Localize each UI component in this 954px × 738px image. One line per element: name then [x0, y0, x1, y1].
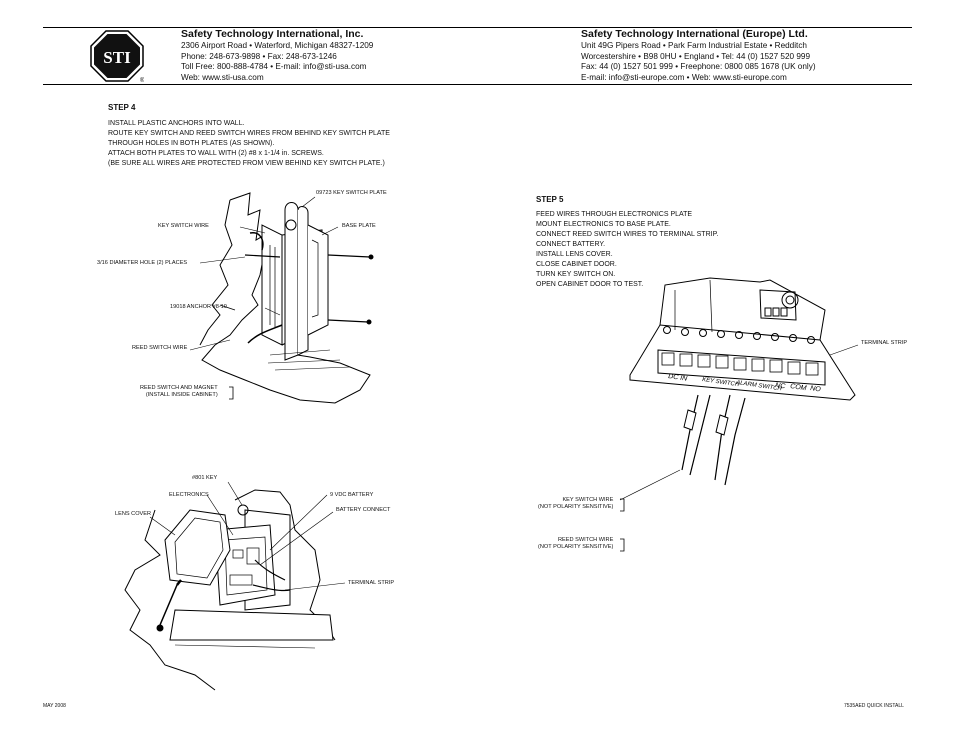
footer-doc-id: 7535AED QUICK INSTALL — [844, 703, 904, 709]
company-us-tollfree: Toll Free: 800-888-4784 • E-mail: info@s… — [181, 62, 367, 71]
step5-line: INSTALL LENS COVER. — [536, 251, 613, 258]
bracket-reed-magnet — [229, 386, 234, 400]
label-reed-switch-wire-line1: REED SWITCH WIRE — [558, 537, 614, 543]
terminal-screws — [663, 326, 815, 344]
company-us-name: Safety Technology International, Inc. — [181, 28, 364, 40]
step4-line: INSTALL PLASTIC ANCHORS INTO WALL. — [108, 120, 245, 127]
company-us: Safety Technology International, Inc. 23… — [181, 28, 373, 83]
footer-date: MAY 2008 — [43, 703, 66, 709]
step4-line: ATTACH BOTH PLATES TO WALL WITH (2) #8 x… — [108, 150, 324, 157]
company-us-web: Web: www.sti-usa.com — [181, 72, 264, 82]
label-anchor: 19018 ANCHOR #8-10 — [170, 304, 227, 310]
step5-line: OPEN CABINET DOOR TO TEST. — [536, 281, 644, 288]
label-reed-magnet-line2: (INSTALL INSIDE CABINET) — [145, 392, 218, 398]
company-eu-tel: Worcestershire • B98 0HU • England • Tel… — [581, 51, 811, 61]
terminal-label-no: NO — [810, 385, 822, 393]
bracket-key-switch-wire — [620, 498, 625, 512]
label-reed-switch-wire-step5: REED SWITCH WIRE (NOT POLARITY SENSITIVE… — [538, 537, 613, 551]
step4-title: STEP 4 — [108, 103, 136, 112]
assembly-illustration — [124, 481, 346, 691]
label-base-plate: BASE PLATE — [342, 223, 376, 229]
step4-illustration — [189, 192, 374, 404]
logo-mark: ® — [140, 77, 144, 82]
step4-instructions: INSTALL PLASTIC ANCHORS INTO WALL. ROUTE… — [108, 119, 390, 169]
step5-line: CONNECT BATTERY. — [536, 241, 606, 248]
label-step5-terminal-strip: TERMINAL STRIP — [861, 340, 908, 346]
label-key-switch-wire-line2: (NOT POLARITY SENSITIVE) — [538, 504, 614, 510]
terminal-label-nc: NC — [775, 382, 787, 390]
company-us-phone: Phone: 248-673-9898 • Fax: 248-673-1246 — [181, 51, 337, 61]
label-reed-magnet-line1: REED SWITCH AND MAGNET — [140, 385, 218, 391]
step5-instructions: FEED WIRES THROUGH ELECTRONICS PLATE MOU… — [536, 210, 718, 290]
step5-line: CONNECT REED SWITCH WIRES TO TERMINAL ST… — [536, 231, 719, 238]
logo-text: STI — [103, 48, 131, 67]
step5-illustration: DC IN KEY SWITCH ALARM SWITCH NC COM NO — [619, 277, 859, 501]
company-eu: Safety Technology International (Europe)… — [581, 28, 816, 83]
label-key-switch-plate: 09723 KEY SWITCH PLATE — [316, 190, 387, 196]
company-eu-web: E-mail: info@sti-europe.com • Web: www.s… — [581, 72, 787, 82]
company-eu-address: Unit 49G Pipers Road • Park Farm Industr… — [581, 41, 807, 50]
label-diameter-hole: 3/16 DIAMETER HOLE (2) PLACES — [97, 260, 188, 266]
label-key-switch-wire-line1: KEY SWITCH WIRE — [562, 497, 614, 503]
step4-line: (BE SURE ALL WIRES ARE PROTECTED FROM VI… — [108, 160, 385, 167]
label-reed-switch-magnet: REED SWITCH AND MAGNET (INSTALL INSIDE C… — [140, 385, 218, 399]
company-us-address: 2306 Airport Road • Waterford, Michigan … — [181, 41, 374, 50]
label-lens-cover: LENS COVER — [115, 511, 152, 517]
bracket-reed-switch-wire — [620, 538, 625, 552]
label-reed-switch-wire: REED SWITCH WIRE — [132, 345, 188, 351]
label-9vdc-battery: 9 VDC BATTERY — [330, 492, 374, 498]
step5-line: TURN KEY SWITCH ON. — [536, 271, 616, 278]
step4-line: THROUGH HOLES IN BOTH PLATES (AS SHOWN). — [108, 140, 275, 147]
header: STI ® Safety Technology International, I… — [43, 27, 912, 85]
company-eu-name: Safety Technology International (Europe)… — [581, 28, 808, 40]
label-801-key: #801 KEY — [192, 475, 218, 481]
step5-title: STEP 5 — [536, 195, 564, 204]
sti-logo: STI ® — [90, 30, 144, 82]
label-key-switch-wire-step5: KEY SWITCH WIRE (NOT POLARITY SENSITIVE) — [538, 497, 613, 511]
terminal-label-com: COM — [790, 383, 807, 392]
label-assembly-terminal-strip: TERMINAL STRIP — [348, 580, 395, 586]
terminal-label-key-switch: KEY SWITCH — [702, 377, 740, 388]
label-battery-connect: BATTERY CONNECT — [336, 507, 391, 513]
step5-line: FEED WIRES THROUGH ELECTRONICS PLATE — [536, 211, 693, 218]
label-key-switch-wire: KEY SWITCH WIRE — [158, 223, 209, 229]
label-electronics: ELECTRONICS — [169, 492, 209, 498]
terminal-label-dc-in: DC IN — [668, 373, 689, 383]
step4-line: ROUTE KEY SWITCH AND REED SWITCH WIRES F… — [108, 130, 390, 137]
step5-line: CLOSE CABINET DOOR. — [536, 261, 617, 268]
step5-line: MOUNT ELECTRONICS TO BASE PLATE. — [536, 221, 671, 228]
label-reed-switch-wire-line2: (NOT POLARITY SENSITIVE) — [538, 544, 614, 550]
company-eu-fax: Fax: 44 (0) 1527 501 999 • Freephone: 08… — [581, 62, 816, 71]
